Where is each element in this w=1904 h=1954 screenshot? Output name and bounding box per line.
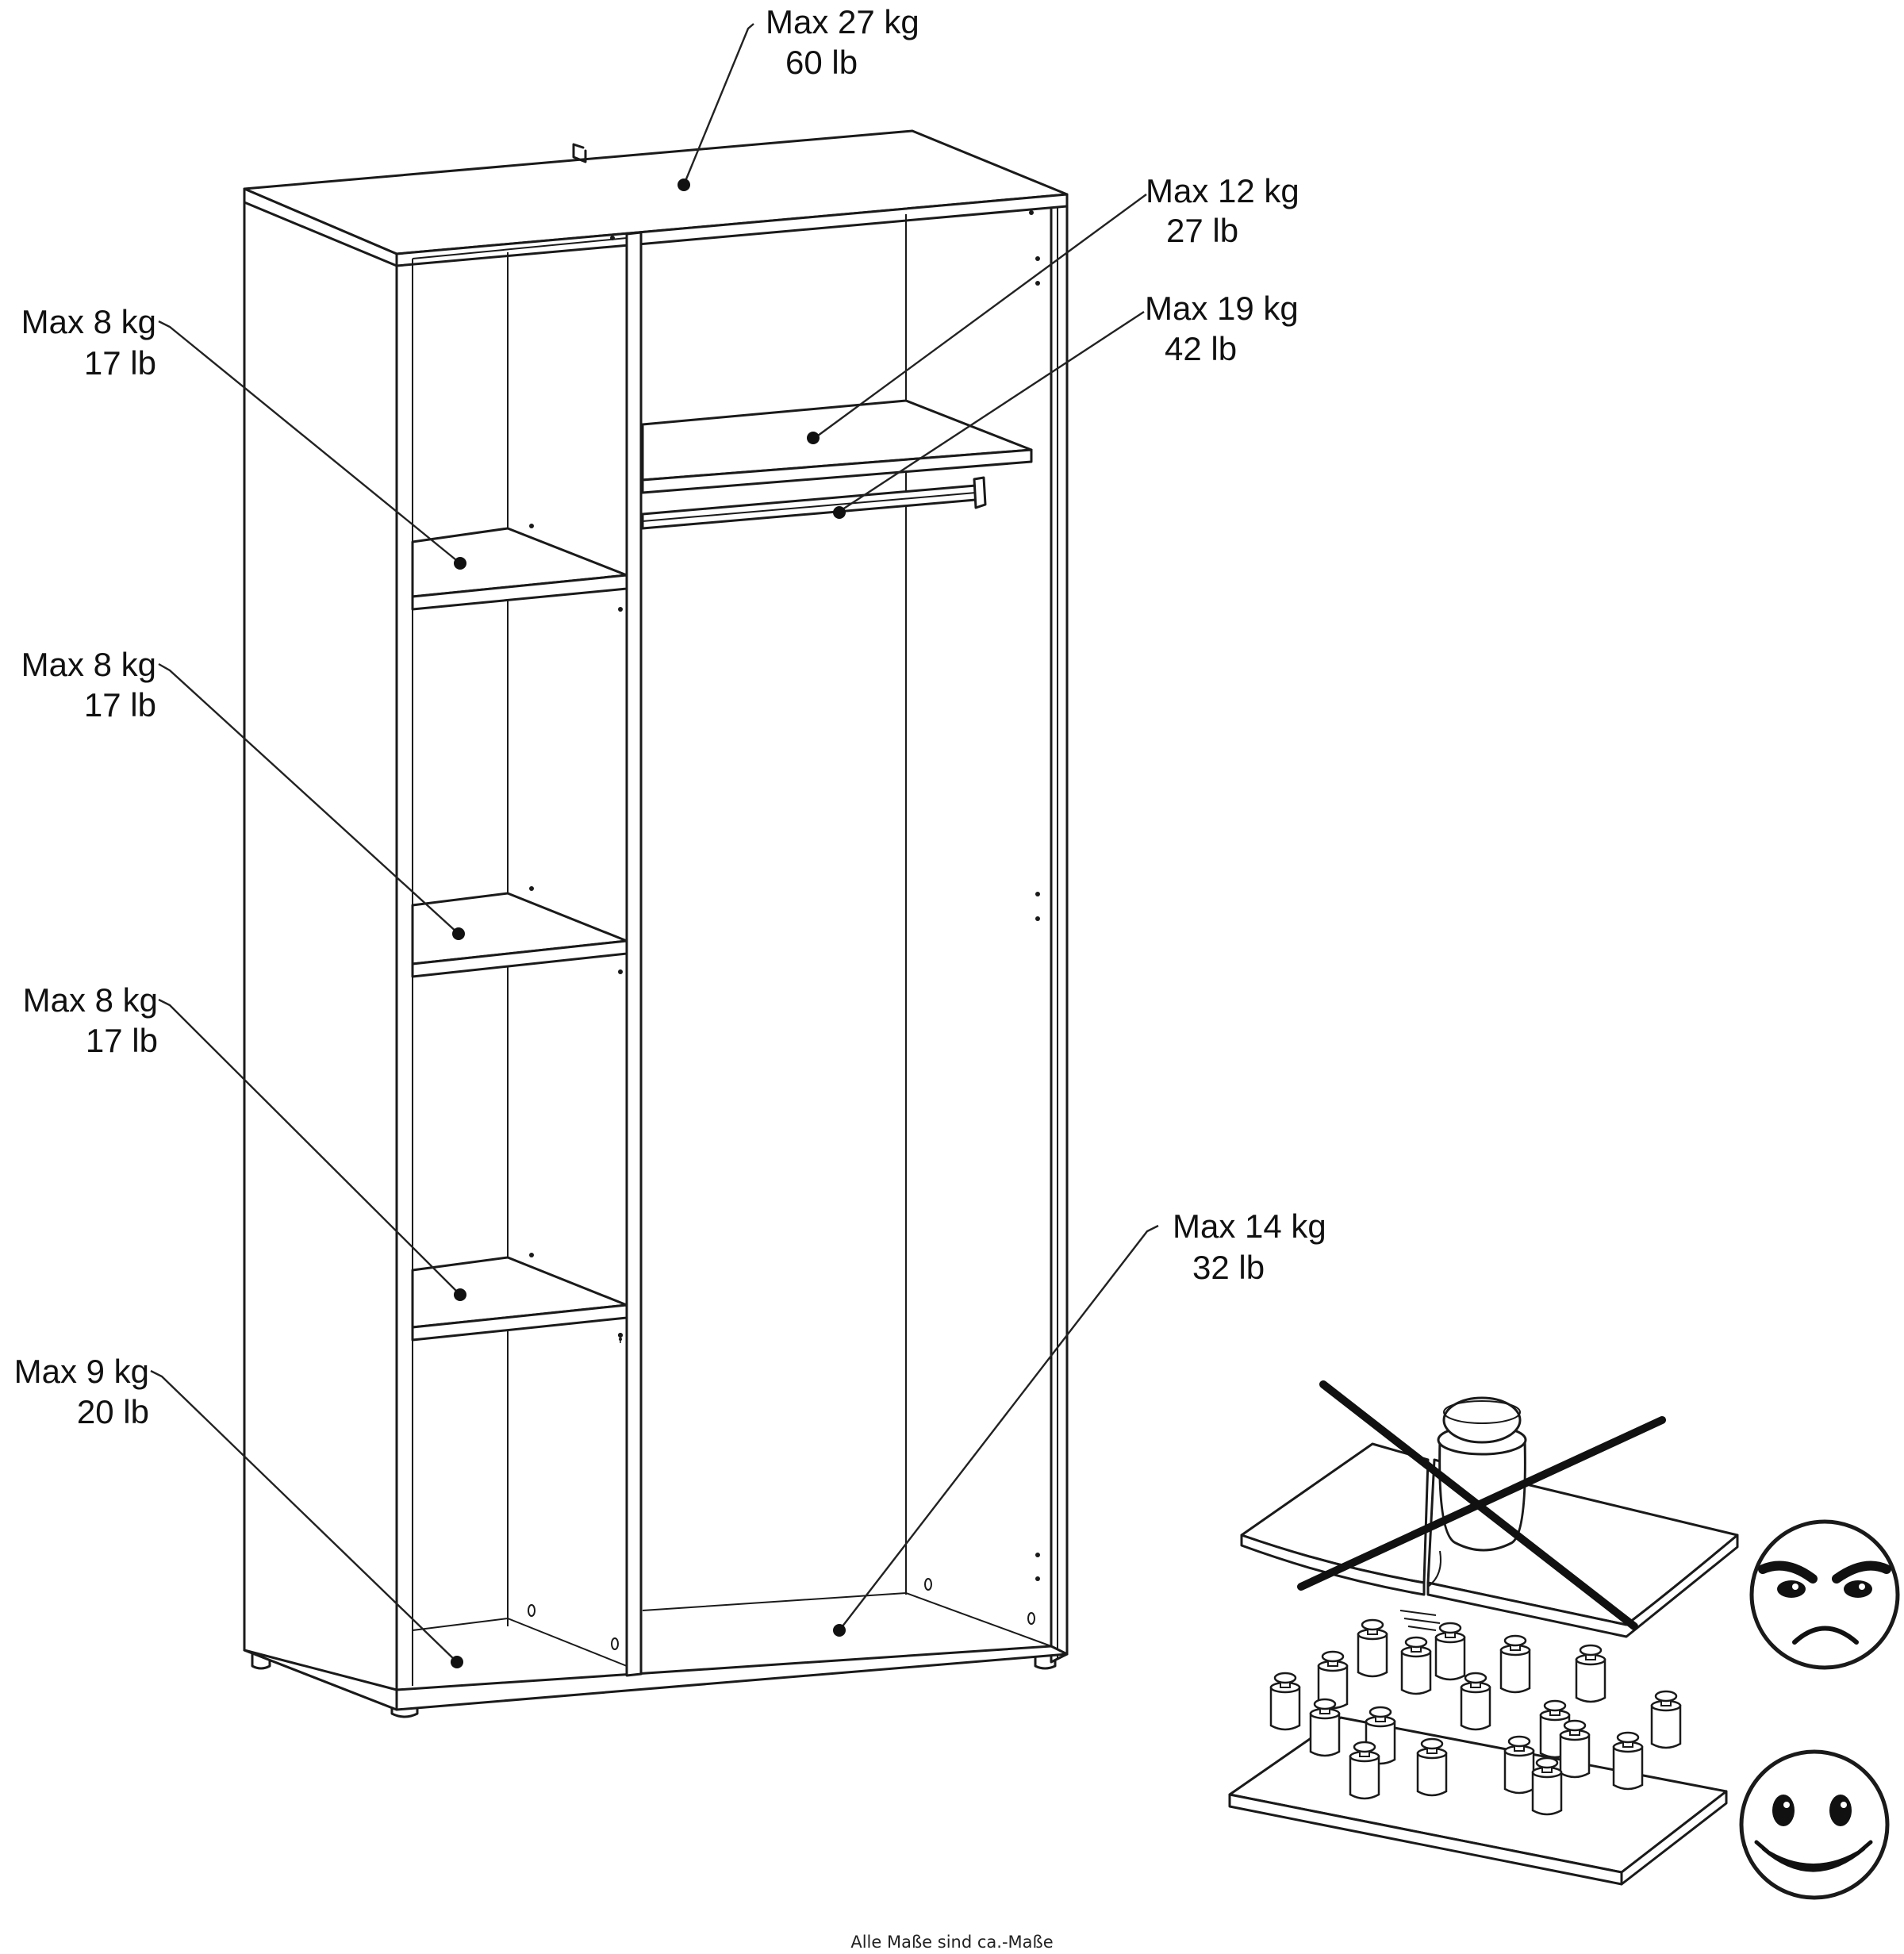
load-point-shelf-3: [454, 1288, 466, 1301]
label-shelf-1-kg: Max 8 kg: [21, 303, 156, 340]
small-weight: [1309, 1698, 1341, 1757]
small-weight: [1650, 1690, 1682, 1749]
load-point-upper-shelf: [807, 432, 820, 444]
label-shelf-2-lb: 17 lb: [84, 686, 156, 724]
small-weight: [1499, 1634, 1531, 1694]
wardrobe-drawing: [243, 129, 1069, 1718]
label-shelf-3-kg: Max 8 kg: [23, 981, 158, 1019]
load-point-base-left: [451, 1656, 463, 1668]
small-weight: [1575, 1644, 1606, 1703]
label-shelf-2-kg: Max 8 kg: [21, 646, 156, 683]
load-points: [451, 179, 846, 1668]
load-point-top: [678, 179, 690, 191]
small-weights-group: [1269, 1618, 1682, 1816]
label-rail-lb: 42 lb: [1165, 330, 1237, 367]
label-upper-shelf-kg: Max 12 kg: [1146, 172, 1299, 209]
small-weight: [1503, 1735, 1535, 1795]
load-point-base-right: [833, 1624, 846, 1637]
happy-face-icon: [1739, 1749, 1890, 1900]
small-weight: [1559, 1719, 1591, 1779]
load-point-rail: [833, 506, 846, 519]
small-weight: [1531, 1756, 1563, 1816]
label-base-right-lb: 32 lb: [1192, 1249, 1265, 1286]
label-top-kg: Max 27 kg: [766, 3, 919, 40]
small-weight: [1612, 1731, 1644, 1791]
label-upper-shelf-lb: 27 lb: [1166, 212, 1238, 249]
label-base-left-lb: 20 lb: [77, 1393, 149, 1430]
load-point-shelf-1: [454, 557, 466, 570]
footer-note: Alle Maße sind ca.-Maße: [850, 1933, 1053, 1952]
small-weight: [1349, 1741, 1380, 1800]
concentrated-load-bending-shelf-icon: [1240, 1380, 1739, 1638]
small-weight: [1539, 1699, 1571, 1759]
label-base-right-kg: Max 14 kg: [1173, 1207, 1326, 1245]
label-shelf-3-lb: 17 lb: [86, 1022, 158, 1059]
small-weight: [1317, 1650, 1349, 1710]
small-weight: [1434, 1622, 1466, 1681]
angry-face-icon: [1749, 1519, 1900, 1670]
small-weight: [1269, 1672, 1301, 1731]
label-shelf-1-lb: 17 lb: [84, 344, 156, 382]
small-weight: [1416, 1737, 1448, 1797]
small-weight: [1400, 1636, 1432, 1695]
leader-lines: [150, 23, 1159, 1663]
small-weight: [1460, 1672, 1491, 1731]
label-top-lb: 60 lb: [785, 44, 858, 81]
load-labels: Max 27 kg 60 lb Max 12 kg 27 lb Max 19 k…: [14, 3, 1326, 1430]
small-weight: [1357, 1618, 1388, 1678]
label-base-left-kg: Max 9 kg: [14, 1353, 149, 1390]
load-point-shelf-2: [452, 927, 465, 940]
label-rail-kg: Max 19 kg: [1145, 290, 1299, 327]
